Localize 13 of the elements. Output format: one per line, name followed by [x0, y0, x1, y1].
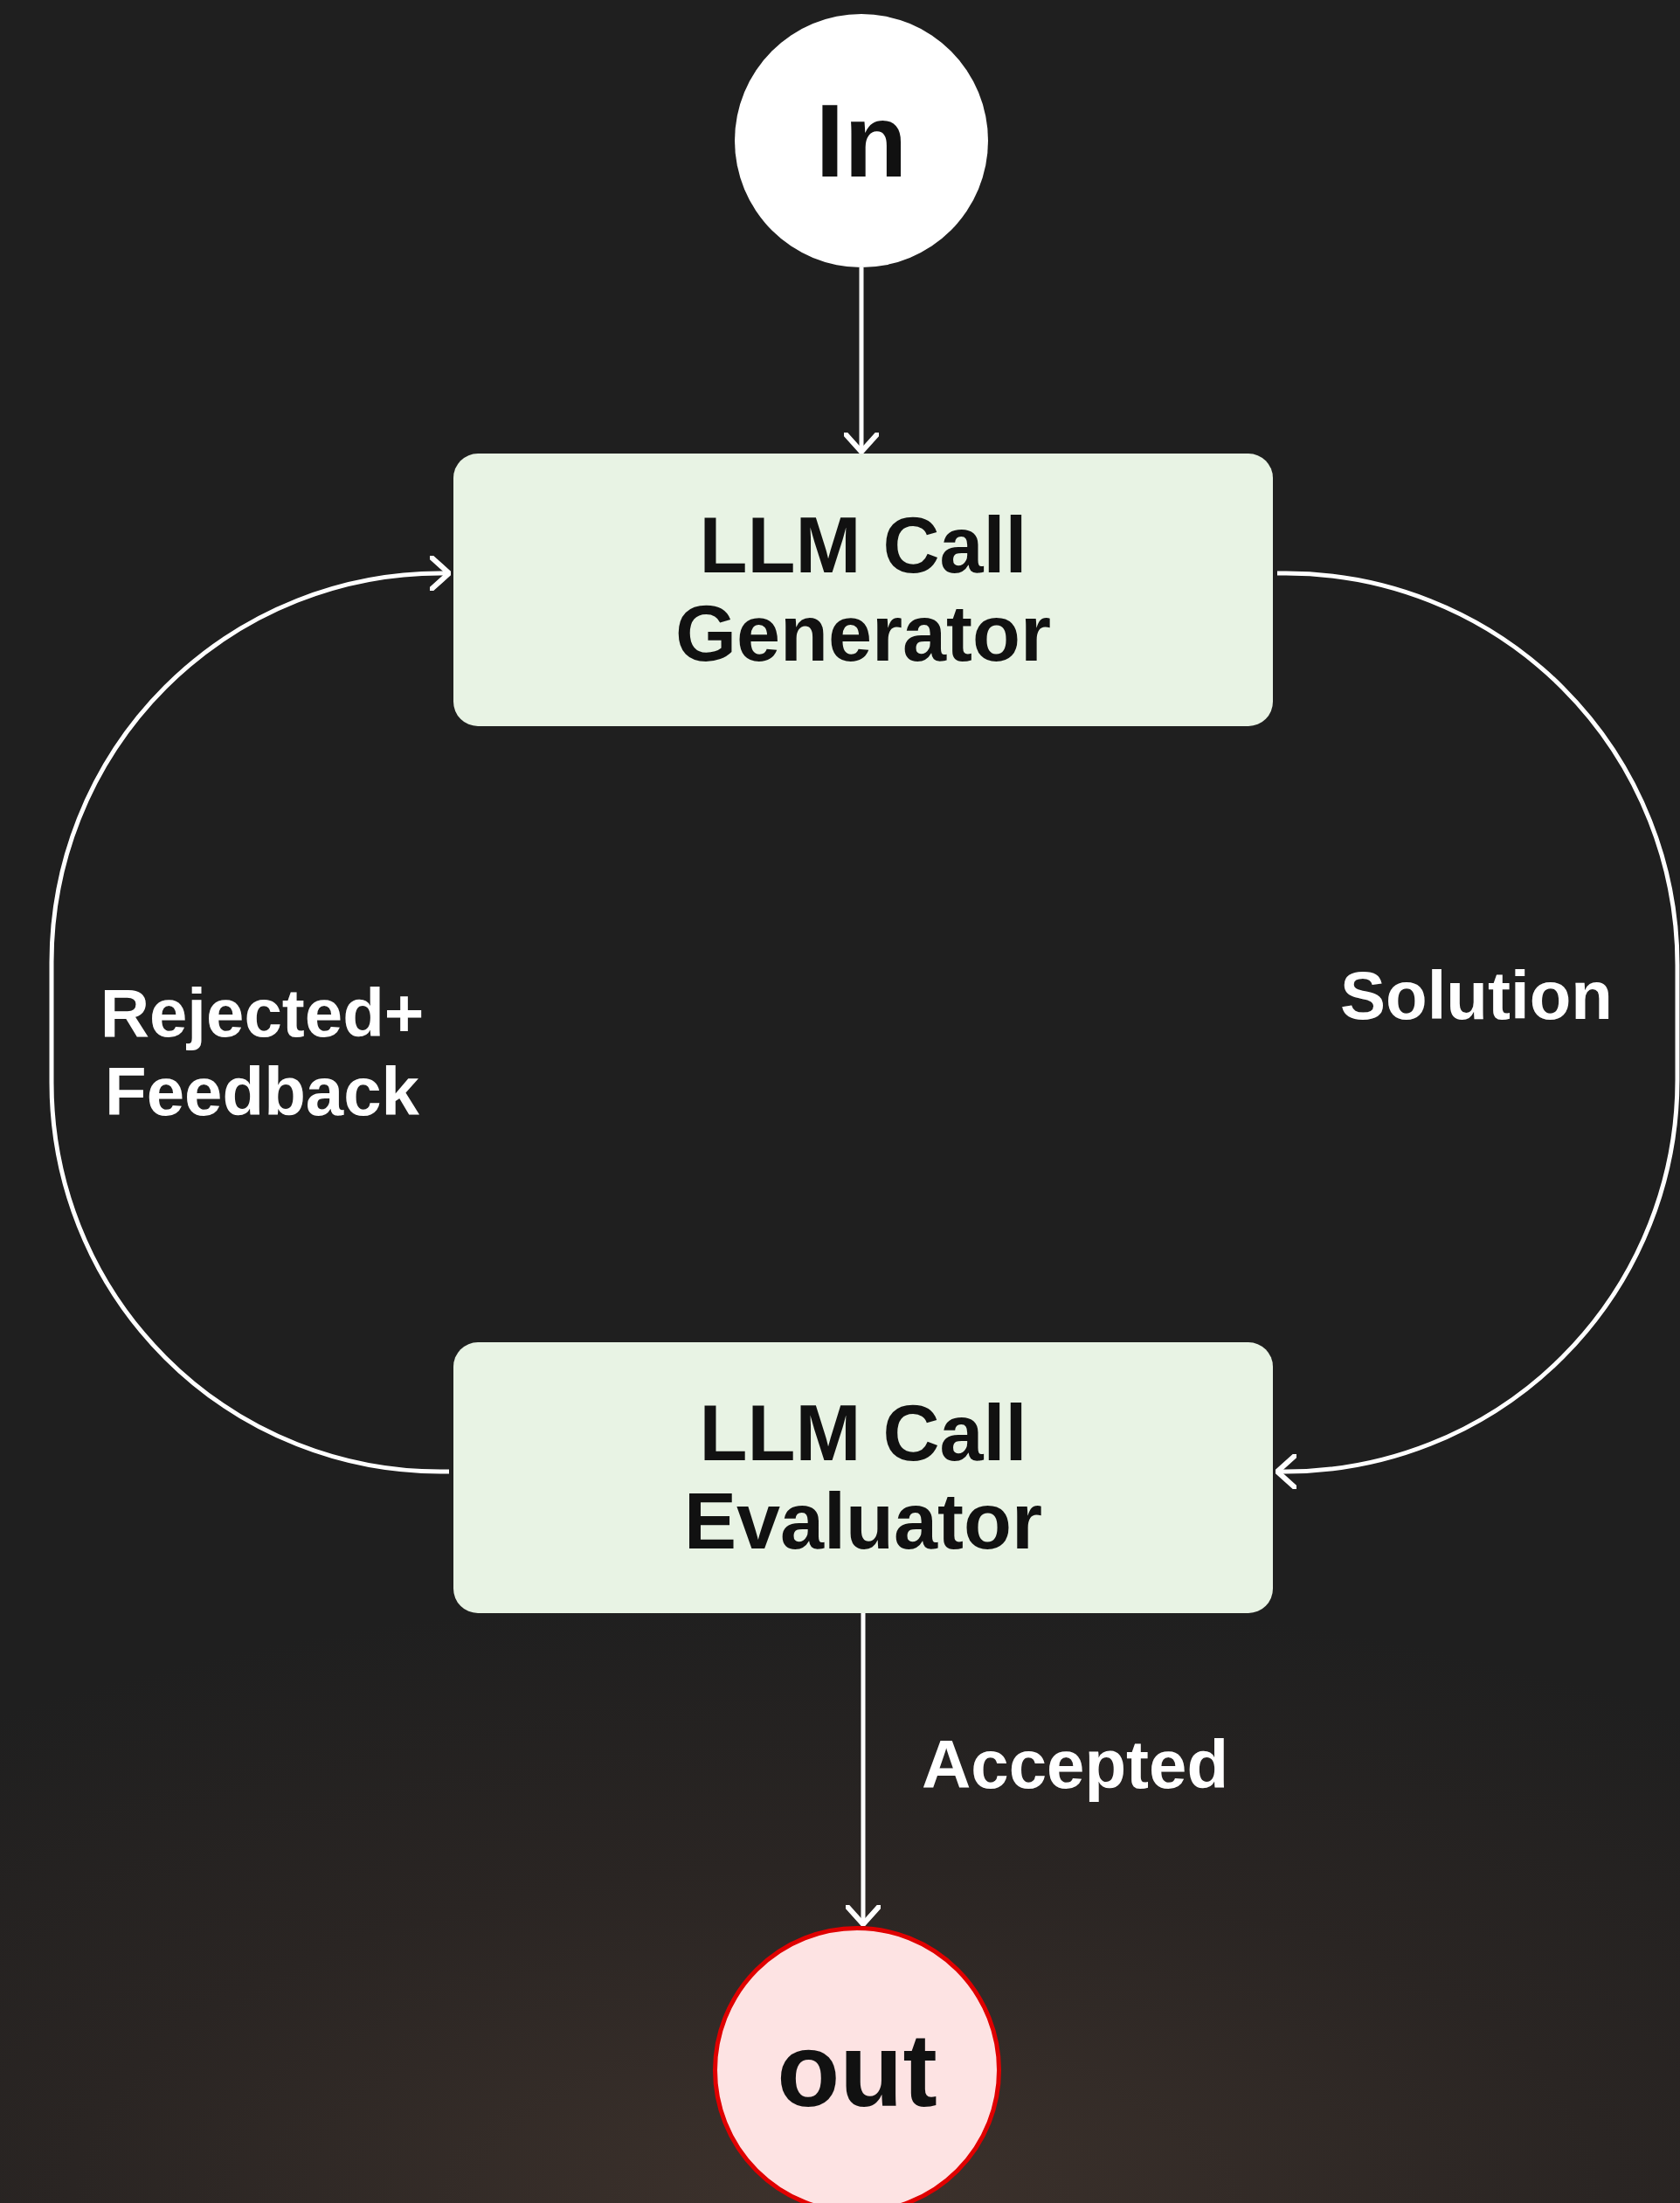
arrow — [1275, 571, 1680, 1490]
node-label: In — [815, 82, 908, 199]
arrow — [845, 1613, 881, 1927]
edge-label: Solution — [1339, 957, 1614, 1036]
arrow — [843, 267, 880, 454]
edge-label: Rejected+ Feedback — [99, 974, 425, 1132]
node-label: out — [777, 2012, 937, 2129]
process-box — [453, 1342, 1273, 1613]
process-box — [453, 454, 1273, 726]
node-label: LLM Call Evaluator — [682, 1389, 1044, 1566]
arrow — [49, 555, 452, 1474]
edge-label: Accepted — [922, 1726, 1230, 1805]
node-label: LLM Call Generator — [674, 502, 1053, 678]
